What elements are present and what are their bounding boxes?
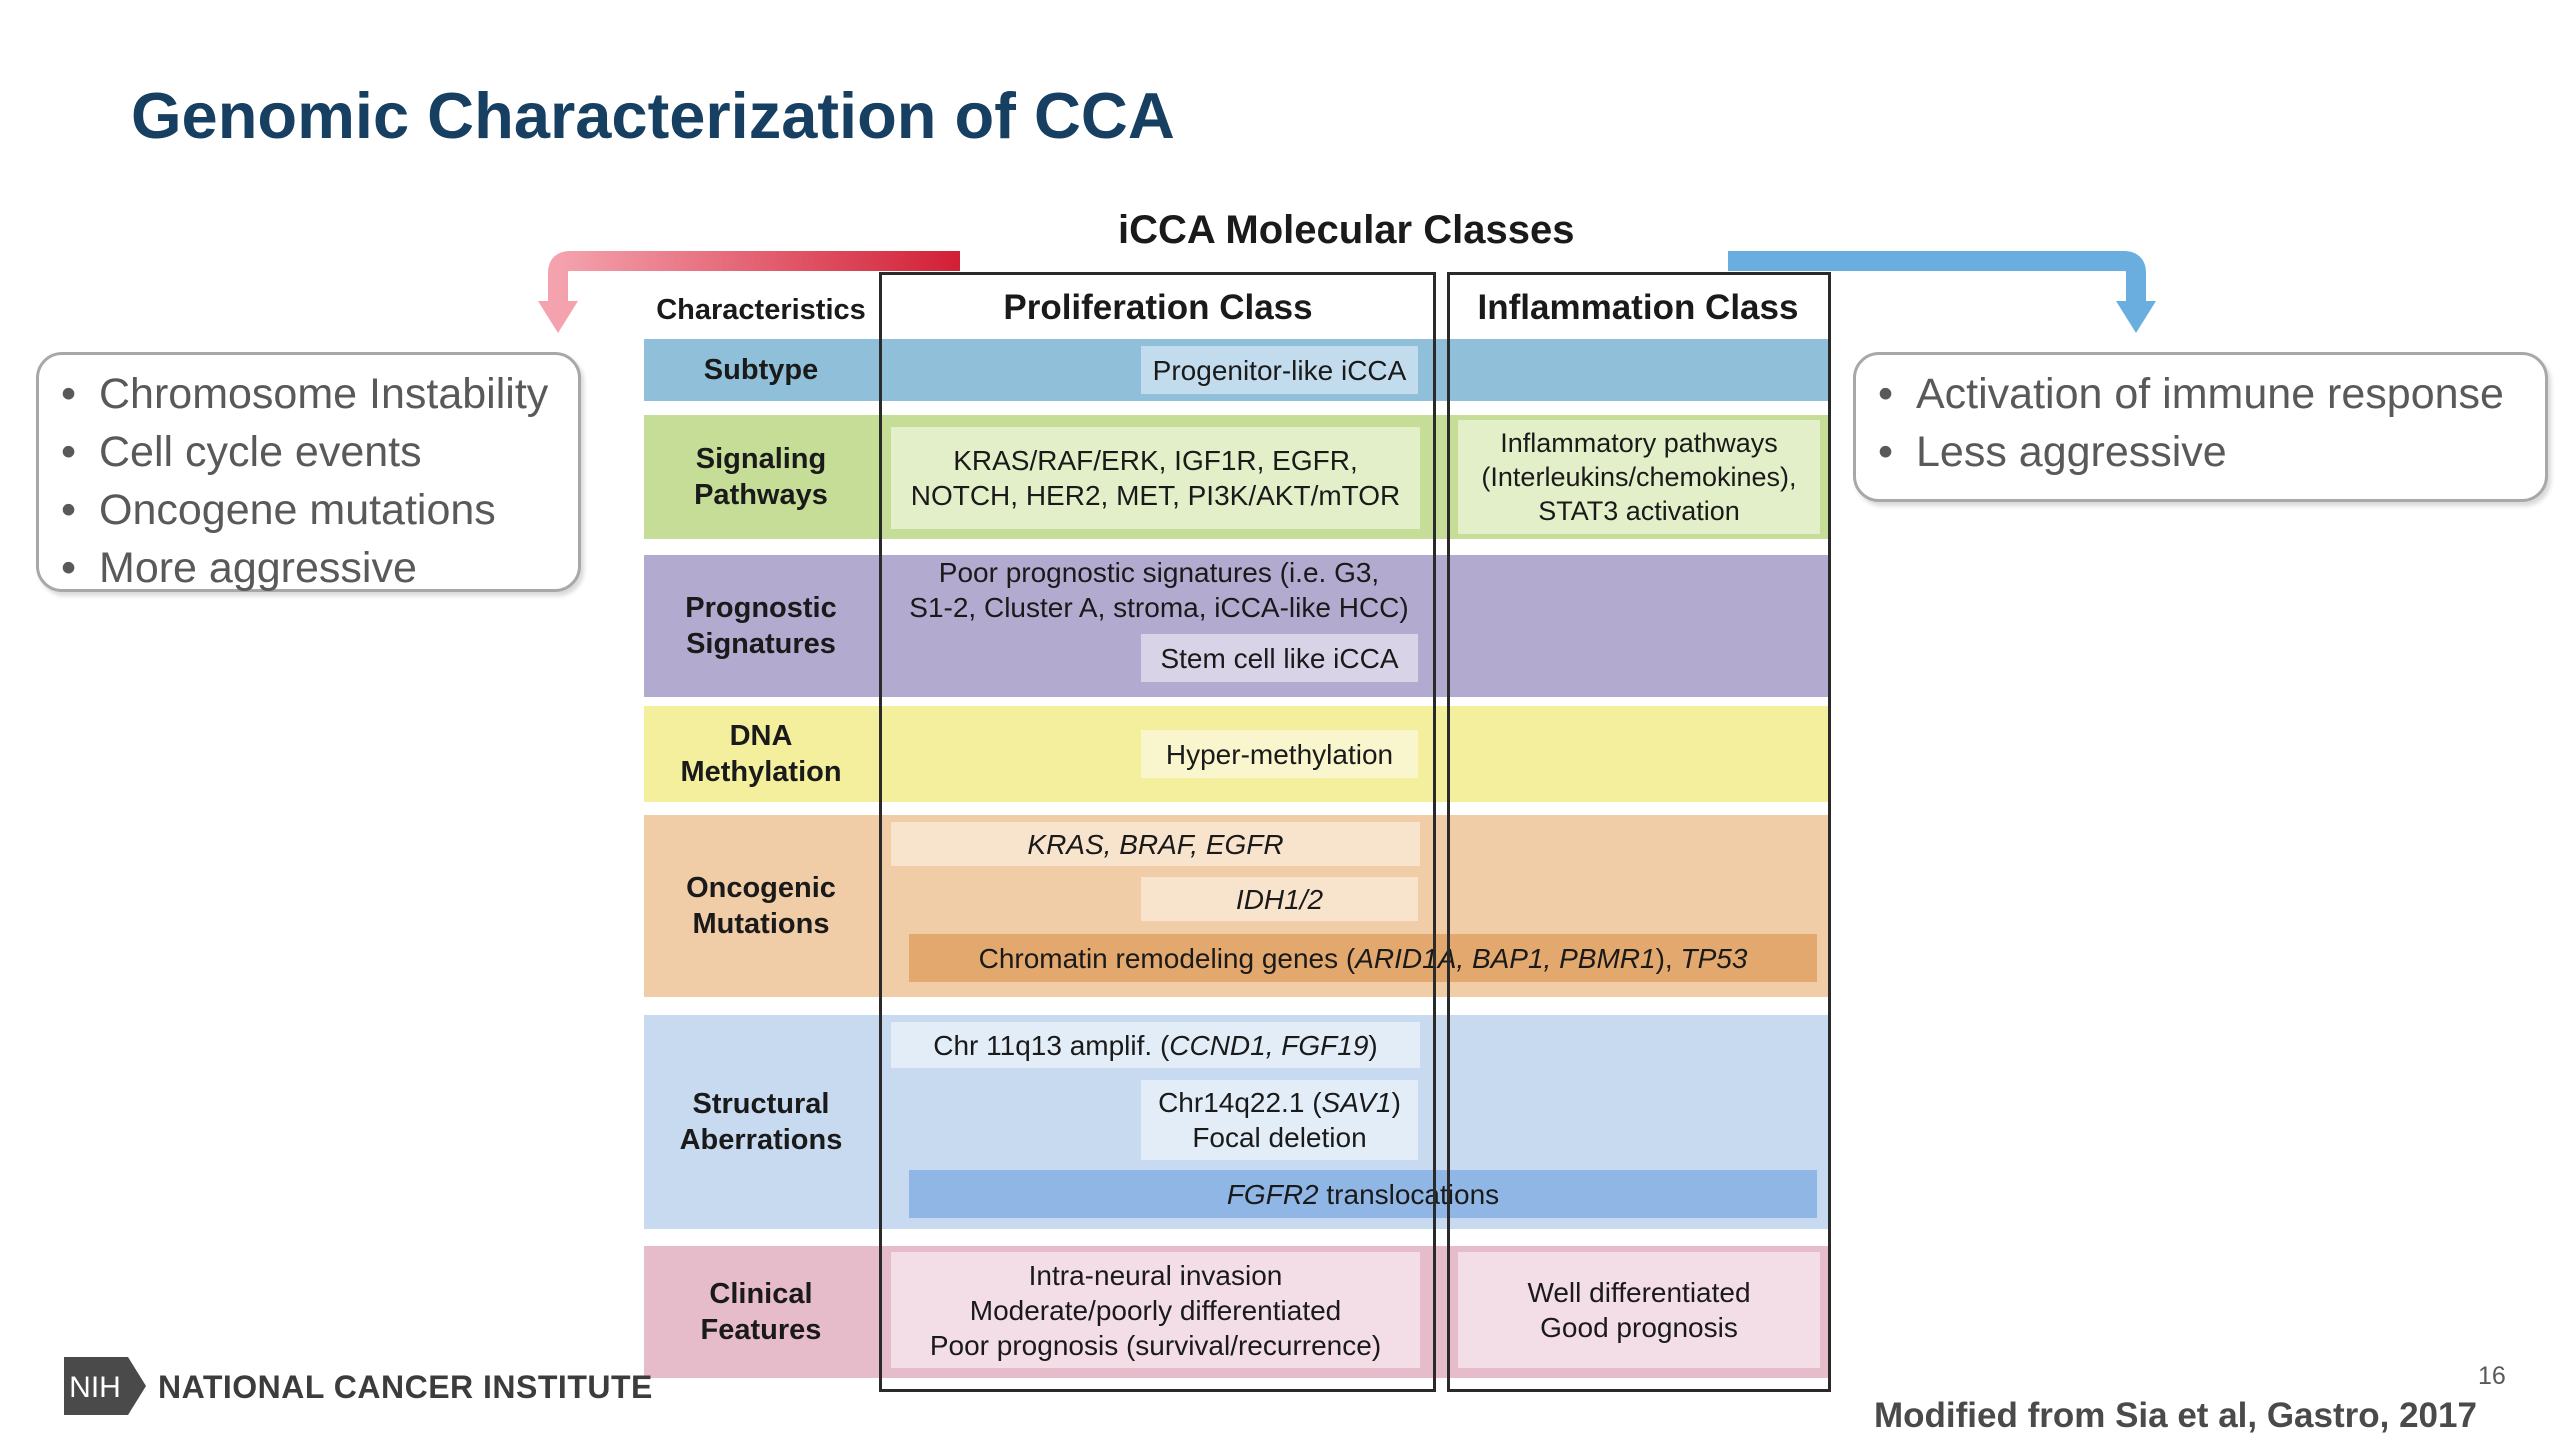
red-arrow-icon — [538, 251, 960, 333]
inflammation-class-outline — [1447, 272, 1831, 1392]
characteristics-header: Characteristics — [656, 294, 866, 326]
oncogenic-kras-cell: KRAS, BRAF, EGFR — [891, 822, 1420, 866]
structural-chr11-cell: Chr 11q13 amplif. (CCND1, FGF19) — [891, 1022, 1420, 1068]
right-callout-list: Activation of immune response Less aggre… — [1874, 365, 2545, 481]
slide-title: Genomic Characterization of CCA — [131, 79, 1175, 152]
signaling-prolif-cell: KRAS/RAF/ERK, IGF1R, EGFR,NOTCH, HER2, M… — [891, 427, 1420, 529]
proliferation-class-header: Proliferation Class — [1003, 288, 1313, 327]
list-item: Oncogene mutations — [57, 481, 578, 539]
row-label-subtype: Subtype — [703, 354, 819, 386]
left-callout-box: Chromosome Instability Cell cycle events… — [36, 352, 581, 592]
list-item: Less aggressive — [1874, 423, 2545, 481]
nih-logo-icon: NIH — [64, 1357, 146, 1415]
proliferation-class-outline — [879, 272, 1436, 1392]
signaling-inflam-cell: Inflammatory pathways(Interleukins/chemo… — [1458, 420, 1820, 534]
figure-title: iCCA Molecular Classes — [1118, 208, 1575, 252]
blue-arrow-icon — [1728, 251, 2156, 333]
citation: Modified from Sia et al, Gastro, 2017 — [1874, 1396, 2477, 1435]
structural-fgfr2-span: FGFR2 translocations — [909, 1170, 1817, 1218]
oncogenic-chromatin-span: Chromatin remodeling genes (ARID1A, BAP1… — [909, 934, 1817, 982]
left-callout-list: Chromosome Instability Cell cycle events… — [57, 365, 578, 597]
list-item: Chromosome Instability — [57, 365, 578, 423]
prognostic-prolif-text: Poor prognostic signatures (i.e. G3,S1-2… — [909, 557, 1409, 623]
right-callout-box: Activation of immune response Less aggre… — [1853, 352, 2548, 502]
list-item: Cell cycle events — [57, 423, 578, 481]
nci-logo-text: NATIONAL CANCER INSTITUTE — [158, 1369, 653, 1405]
inflammation-class-header: Inflammation Class — [1477, 288, 1799, 327]
list-item: More aggressive — [57, 539, 578, 597]
list-item: Activation of immune response — [1874, 365, 2545, 423]
oncogenic-idh-cell: IDH1/2 — [1141, 877, 1418, 921]
subtype-prolif-cell: Progenitor-like iCCA — [1141, 346, 1418, 394]
prognostic-stem-cell: Stem cell like iCCA — [1141, 634, 1418, 682]
nih-logo-mark: NIH — [69, 1371, 121, 1404]
methylation-prolif-cell: Hyper-methylation — [1141, 730, 1418, 778]
structural-chr14-cell: Chr14q22.1 (SAV1)Focal deletion — [1141, 1080, 1418, 1160]
page-number: 16 — [2478, 1362, 2506, 1390]
